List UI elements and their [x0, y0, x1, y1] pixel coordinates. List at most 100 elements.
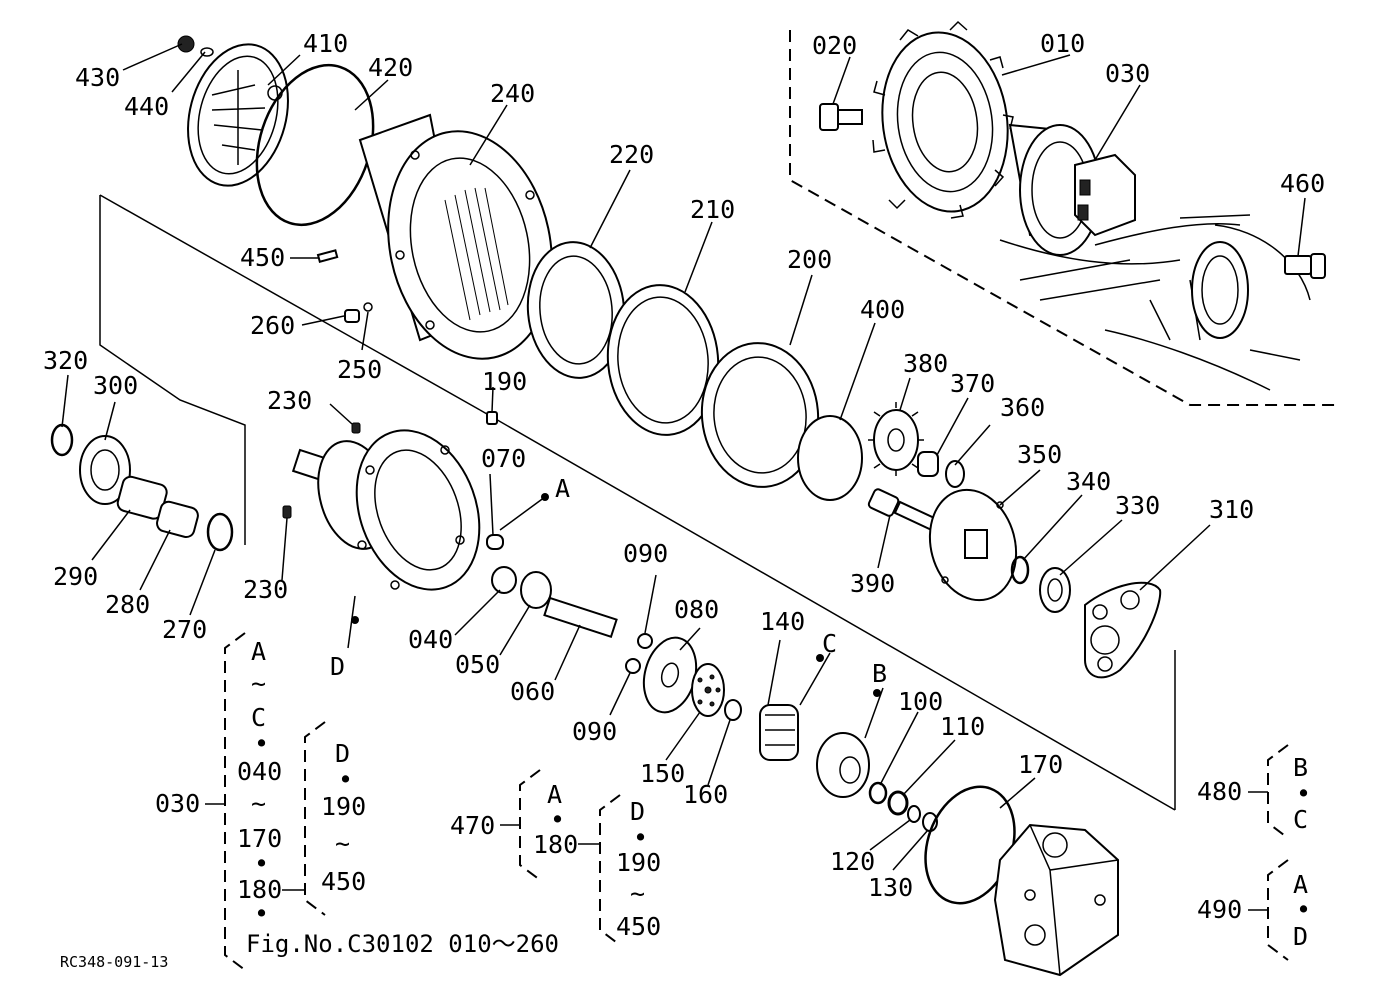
bracket-470-c1-2: 180 — [533, 830, 578, 859]
label-330: 330 — [1115, 491, 1160, 520]
label-250: 250 — [337, 355, 382, 384]
snap-ring-320 — [50, 423, 74, 457]
label-130: 130 — [868, 873, 913, 902]
figure-reference: Fig.No.C30102 010～260 — [246, 930, 559, 958]
bracket-490-c1-1: • — [1296, 895, 1311, 924]
bolt-020 — [819, 103, 863, 131]
bracket-030-c2-1: • — [338, 765, 353, 794]
shaft-060 — [543, 596, 618, 639]
carrier-350 — [928, 488, 1018, 602]
bracket-480-c1-2: C — [1293, 805, 1308, 834]
bracket-490: 490 A • D — [1197, 859, 1311, 961]
label-310: 310 — [1209, 495, 1254, 524]
label-070: 070 — [481, 444, 526, 473]
plug-190 — [486, 411, 498, 425]
housing-240 — [358, 113, 553, 360]
bracket-030-code: 030 — [155, 789, 200, 818]
bracket-490-c1-0: A — [1293, 870, 1308, 899]
label-430: 430 — [75, 63, 120, 92]
label-260: 260 — [250, 311, 295, 340]
bracket-470-c2-1: • — [633, 823, 648, 852]
bracket-030-c2-3: ~ — [335, 829, 350, 858]
label-190: 190 — [482, 367, 527, 396]
o-ring-250 — [363, 302, 373, 312]
label-440: 440 — [124, 92, 169, 121]
leader-lines — [61, 43, 1306, 871]
reference-frame-lines — [99, 195, 246, 545]
label-340: 340 — [1066, 467, 1111, 496]
label-380: 380 — [903, 349, 948, 378]
seal-040 — [491, 566, 517, 594]
bearing-200 — [700, 342, 820, 488]
label-420: 420 — [368, 53, 413, 82]
bracket-030-c1-7: • — [254, 849, 269, 878]
bracket-470-c2-4: 450 — [616, 912, 661, 941]
label-020: 020 — [812, 31, 857, 60]
plate-310 — [1084, 581, 1162, 679]
gear-300 — [79, 435, 131, 505]
label-ref-a: A — [555, 474, 570, 503]
label-160: 160 — [683, 780, 728, 809]
label-220: 220 — [609, 140, 654, 169]
hub-assembly — [291, 429, 481, 591]
label-ref-b: B — [872, 659, 887, 688]
bracket-480-code: 480 — [1197, 777, 1242, 806]
bracket-470-c2-0: D — [630, 797, 645, 826]
ring-360 — [945, 460, 965, 488]
valve-plate-b — [816, 732, 870, 798]
drawing-code: RC348-091-13 — [60, 953, 168, 971]
rear-cover — [993, 823, 1119, 977]
label-290: 290 — [53, 562, 98, 591]
plate-400 — [797, 415, 863, 501]
label-090-bottom: 090 — [572, 717, 617, 746]
label-370: 370 — [950, 369, 995, 398]
ring-270 — [206, 512, 234, 552]
label-240: 240 — [490, 79, 535, 108]
ball-090-top — [637, 633, 653, 649]
label-230-bottom: 230 — [243, 575, 288, 604]
label-350: 350 — [1017, 440, 1062, 469]
bracket-030-c1-9: • — [254, 899, 269, 928]
bracket-030-c1-4: 040 — [237, 757, 282, 786]
sprocket-010 — [872, 20, 1014, 219]
label-270: 270 — [162, 615, 207, 644]
washer-120 — [907, 805, 921, 823]
spring-110 — [887, 790, 909, 816]
label-080: 080 — [674, 595, 719, 624]
label-300: 300 — [93, 371, 138, 400]
bearing-370 — [917, 451, 939, 477]
pin-450 — [316, 249, 339, 263]
label-170: 170 — [1018, 750, 1063, 779]
bracket-030-c1-5: ~ — [251, 789, 266, 818]
gear-330 — [1039, 567, 1071, 613]
label-060: 060 — [510, 677, 555, 706]
label-030-inset: 030 — [1105, 59, 1150, 88]
part-labels: 430 440 410 420 240 220 210 200 400 450 … — [43, 29, 1325, 902]
bracket-030-c2-4: 450 — [321, 867, 366, 896]
bearing-050 — [520, 571, 552, 609]
bracket-470-c1-1: • — [550, 805, 565, 834]
bracket-480: 480 B • C — [1197, 744, 1311, 839]
ring-100 — [868, 781, 888, 805]
bracket-470-c1-0: A — [547, 780, 562, 809]
label-010: 010 — [1040, 29, 1085, 58]
seal-210 — [606, 284, 720, 436]
ref-c-dot — [816, 654, 824, 662]
bracket-480-c1-0: B — [1293, 753, 1308, 782]
pin-070 — [486, 534, 504, 550]
ref-d-dot — [351, 616, 359, 624]
collar-280 — [156, 500, 199, 539]
bracket-470-c2-3: ~ — [630, 879, 645, 908]
label-280: 280 — [105, 590, 150, 619]
bracket-030-c1-8: 180 — [237, 875, 282, 904]
plug-460 — [1284, 253, 1326, 279]
gear-380 — [868, 402, 924, 476]
plug-260 — [344, 309, 360, 323]
label-410: 410 — [303, 29, 348, 58]
bracket-480-c1-1: • — [1296, 779, 1311, 808]
label-200: 200 — [787, 245, 832, 274]
label-400: 400 — [860, 295, 905, 324]
o-ring-440 — [200, 47, 214, 57]
bracket-030-c1-6: 170 — [237, 824, 282, 853]
